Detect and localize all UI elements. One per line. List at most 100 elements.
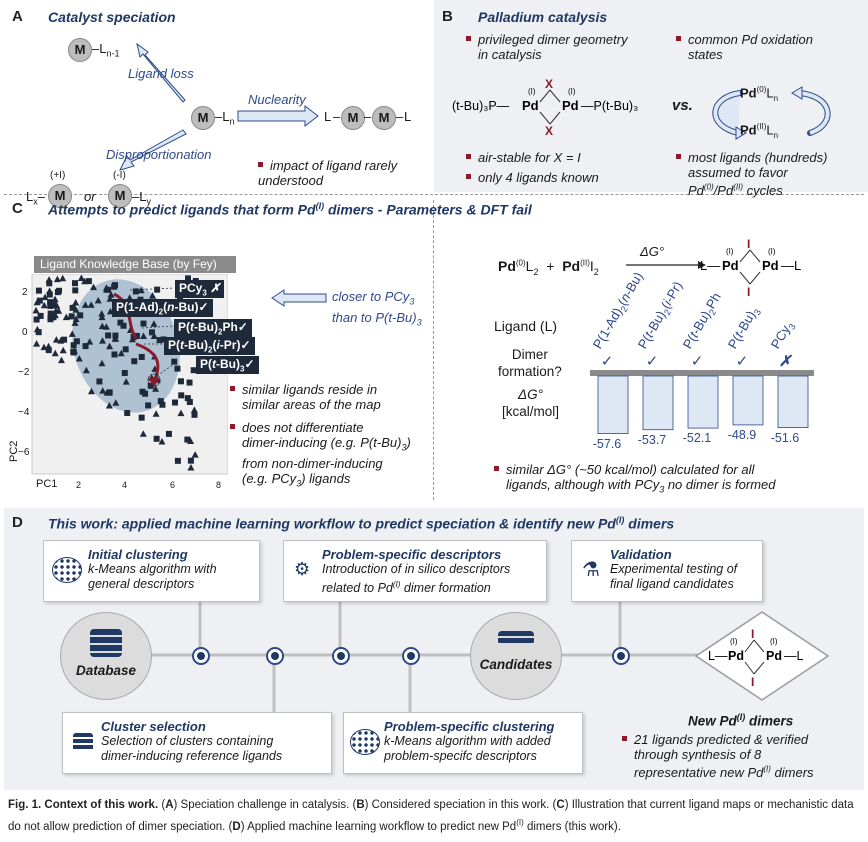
divider-vertical [433,200,434,500]
svg-text:I: I [747,285,750,299]
map-point [139,388,146,395]
map-point [140,332,148,339]
map-point [105,401,113,409]
map-point [112,335,120,342]
svg-text:(I): (I) [726,247,734,256]
panel-b-background [434,0,868,192]
map-point [77,274,85,282]
box2-title: Problem-specific descriptors [322,547,502,562]
map-point [33,316,40,323]
or-label: or [84,189,96,204]
map-point [59,346,67,354]
reaction-arrow [626,261,706,269]
map-point [53,302,61,309]
map-point [150,332,158,340]
tag-ptbu2ipr: P(t-Bu)2(i-Pr)✓ [164,337,255,356]
map-point [70,342,77,349]
metal-minus: M [108,184,132,208]
dots-icon-2 [350,729,380,755]
x-tick-2: 2 [76,480,82,490]
panel-a-title: Catalyst speciation [48,9,176,25]
svg-text:(I): (I) [528,87,536,96]
map-point [99,387,107,394]
map-point [81,301,89,308]
dimer-left-ligand: L [324,109,332,124]
box5-line1: k-Means algorithm with added [384,734,551,748]
map-point [186,379,193,386]
map-point [72,306,80,313]
box-cluster-selection: Cluster selection Selection of clusters … [62,712,332,774]
map-point [191,411,198,418]
svg-text:L—: L— [700,258,720,273]
map-point [147,382,154,389]
map-point [177,409,185,417]
map-point [73,338,80,345]
reaction-dg-label: ΔG° [640,244,665,259]
map-point [159,401,166,408]
box3-line2: final ligand candidates [610,577,734,591]
map-point [75,355,83,362]
svg-text:(I): (I) [770,637,778,646]
map-point [36,297,43,304]
svg-text:—L: —L [784,649,804,663]
panel-a-bullet: impact of ligand rarely understood [258,158,398,188]
map-point [35,329,42,336]
map-point [172,399,179,406]
x-tick-6: 6 [170,480,176,490]
y-tick-m2: −2 [18,367,30,378]
box2-line2: related to Pd(I) dimer formation [322,580,491,596]
dimer-check-5: ✗ [778,353,792,370]
map-point [187,464,195,471]
box-problem-descriptors: ⚙ Problem-specific descriptors Introduct… [283,540,547,602]
panel-d-title: This work: applied machine learning work… [48,515,675,532]
map-point [68,313,75,320]
map-point [85,278,92,285]
map-point [187,457,194,464]
map-point [94,296,102,304]
dg-bar-chart [590,370,814,434]
map-point [69,304,76,311]
svg-text:—L: —L [781,258,801,273]
map-point [33,340,41,347]
database-label: Database [75,663,137,678]
map-point [72,315,80,323]
map-point [53,275,61,283]
map-point [137,286,145,294]
box5-line2: problem-specifc descriptors [384,749,537,763]
flask-icon: ⚗ [582,559,600,581]
svg-text:Pd: Pd [766,649,782,663]
dg-value-3: -52.1 [682,431,712,445]
map-point [124,409,131,416]
map-point [111,283,118,290]
map-point [148,292,156,299]
workflow-node-5 [612,647,630,665]
map-point [57,356,65,364]
map-point [41,293,49,301]
map-point [102,284,110,291]
map-point [132,288,139,295]
map-point [59,274,67,282]
candidates-icon [498,631,534,645]
panel-c-bottom-bullet: similar ΔG° (~50 kcal/mol) calculated fo… [494,462,775,498]
map-point [157,398,164,405]
workflow-node-3 [332,647,350,665]
map-point [51,302,58,309]
nuclearity-arrow [237,104,319,128]
svg-text:X: X [545,124,553,138]
map-point [138,353,145,360]
map-point [61,336,68,343]
plus-one-label: (+I) [50,170,66,181]
map-point [96,378,103,385]
map-point [52,336,60,343]
panel-b-bullet-3: air-stable for X = I [466,150,581,165]
box-validation: ⚗ Validation Experimental testing of fin… [571,540,763,602]
map-point [46,280,53,287]
svg-text:L—: L— [708,649,728,663]
tag-ptbu2ph: P(t-Bu)2Ph✓ [174,319,252,338]
new-dimer-structure: L— Pd Pd —L (I) (I) I I [708,627,804,688]
dimer-right-ligand: L [404,109,412,124]
svg-text:(I): (I) [768,247,776,256]
